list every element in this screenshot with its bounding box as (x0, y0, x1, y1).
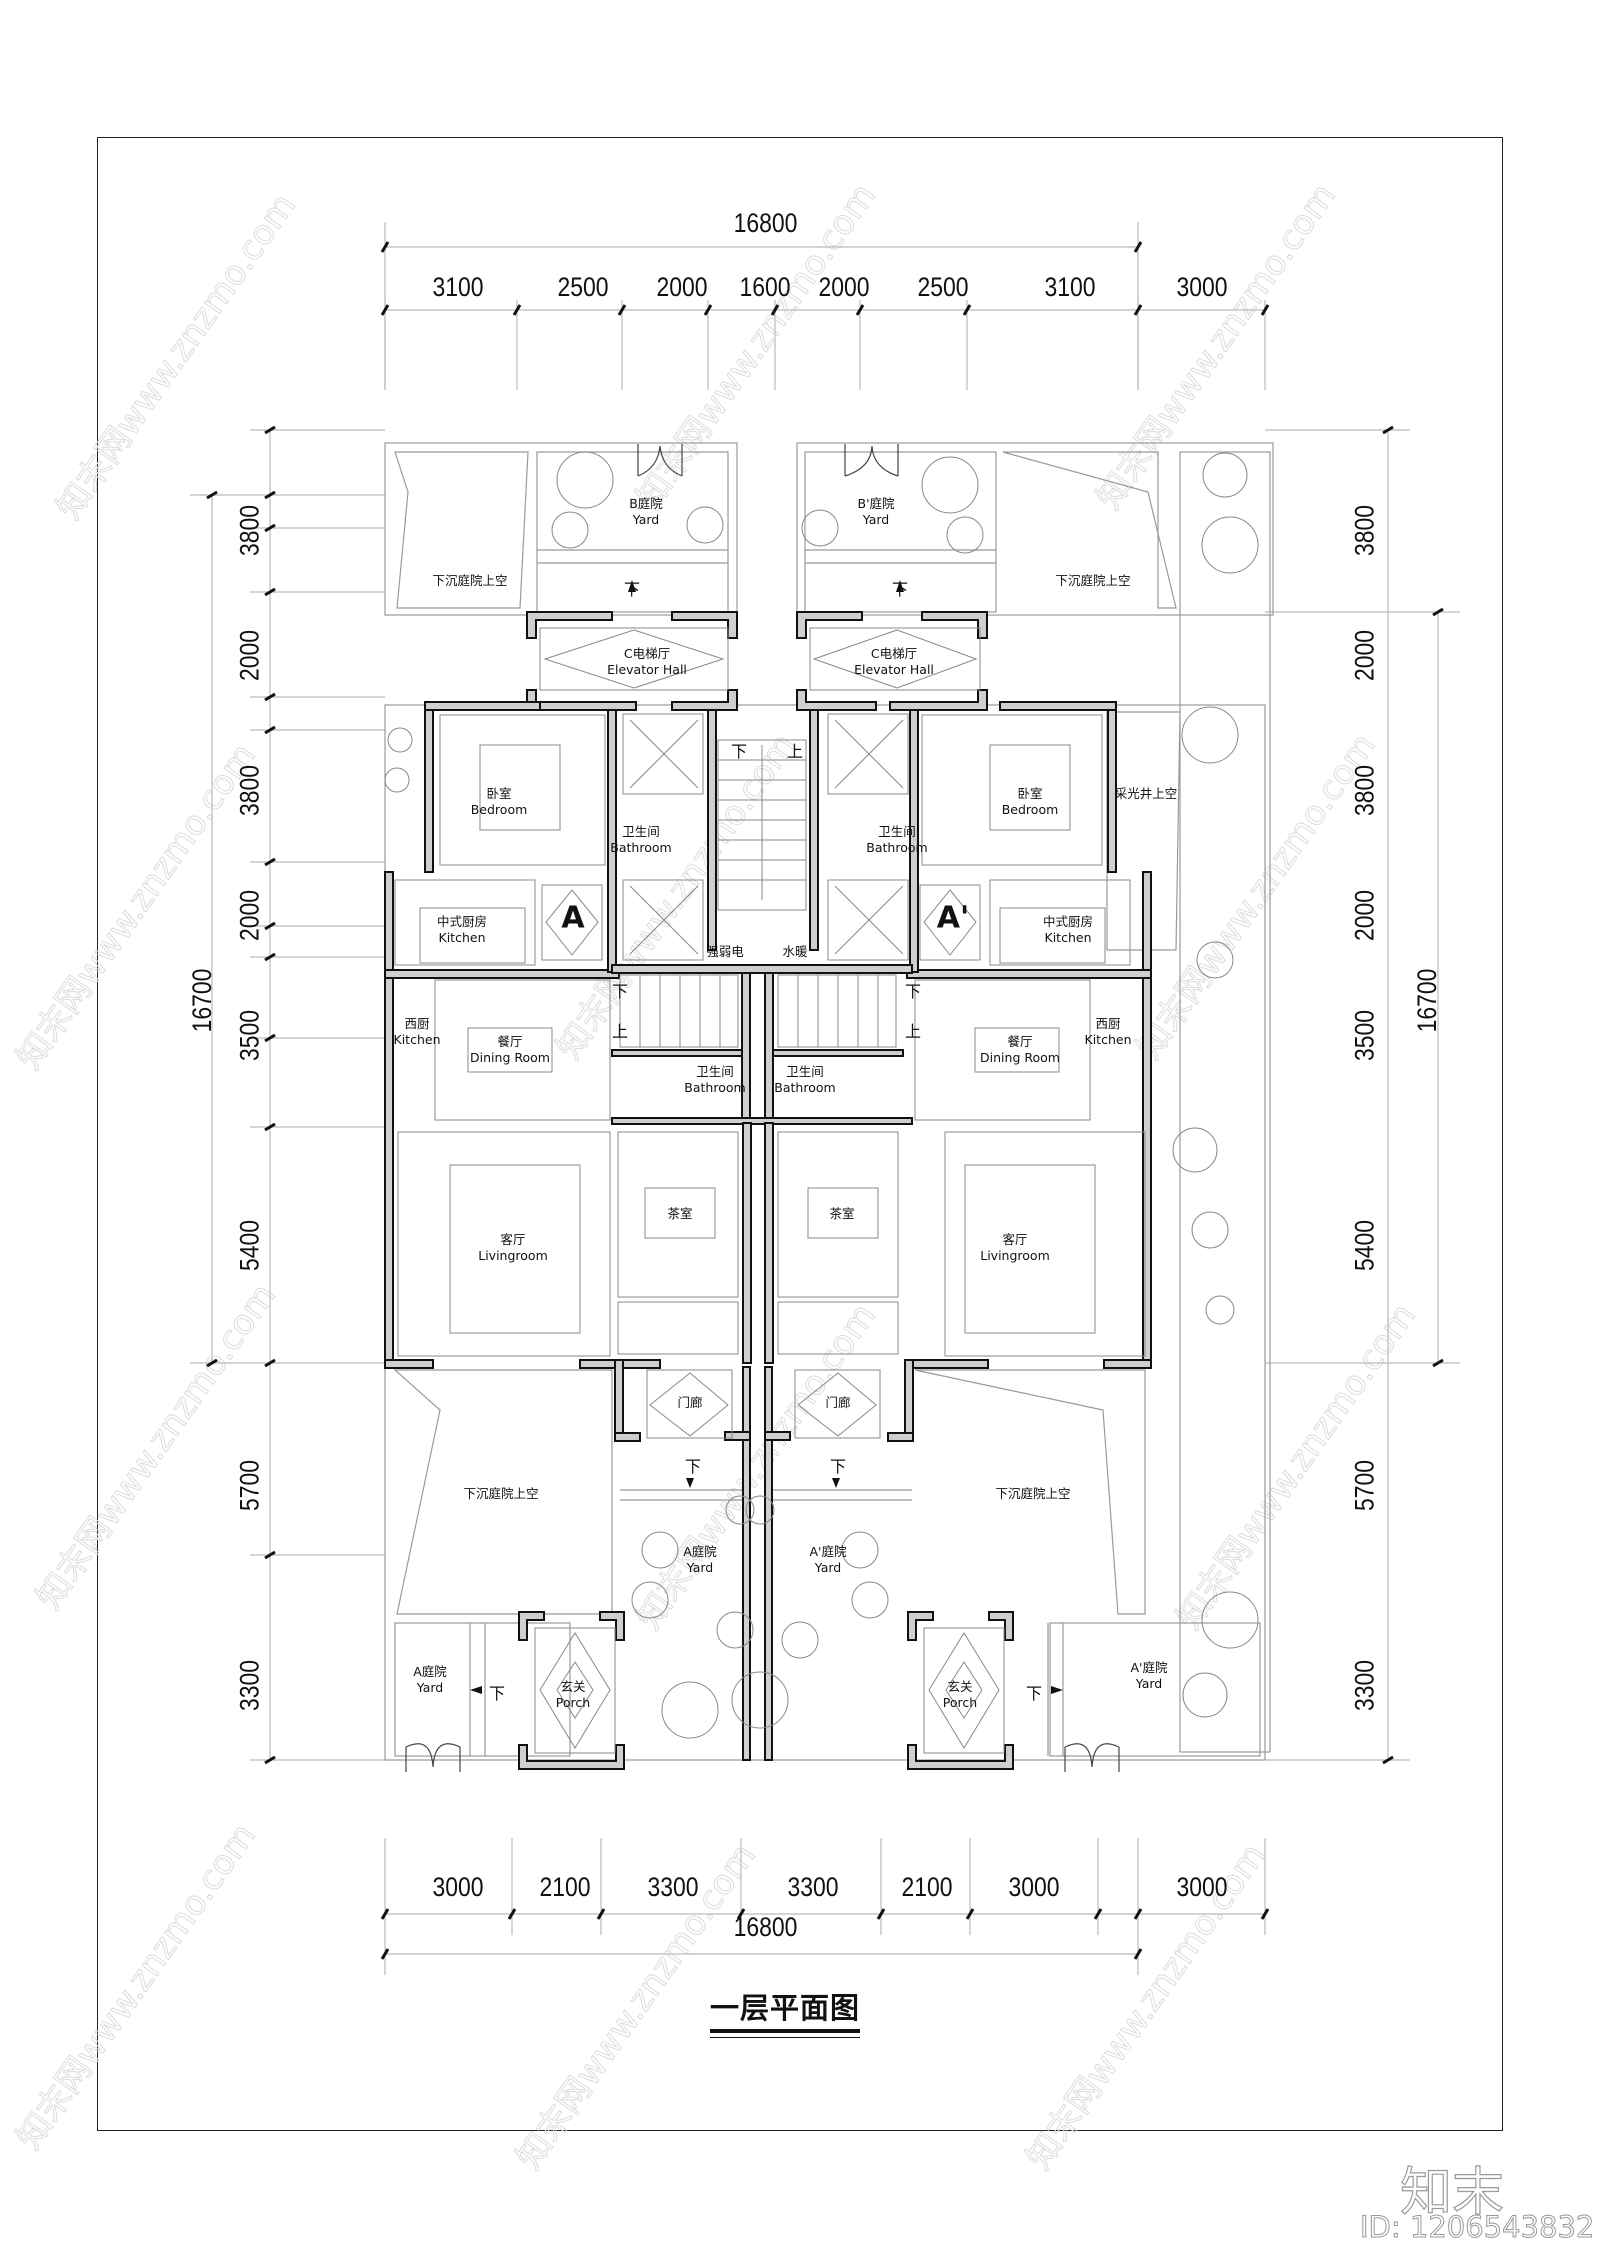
dim-right-seg: 3500 (1349, 1009, 1380, 1062)
room-vestibule-right: 门廊 (825, 1395, 851, 1410)
unit-label-a: A (561, 900, 585, 936)
watermark-id: ID: 1206543832 (1359, 2210, 1595, 2245)
dim-left-seg: 3500 (234, 1009, 265, 1062)
dim-right-seg: 5400 (1349, 1219, 1380, 1272)
dim-bottom-seg: 3300 (647, 1872, 699, 1902)
room-tea-right: 茶室 (829, 1206, 855, 1221)
dim-left-seg: 2000 (234, 629, 265, 682)
dim-left-seg: 5700 (234, 1459, 265, 1512)
stair-down-mark: 下 (611, 982, 629, 1001)
dim-top-seg: 3100 (1044, 272, 1096, 302)
dim-top-seg: 3100 (432, 272, 484, 302)
dim-bottom-seg: 2100 (901, 1872, 953, 1902)
dim-left-seg: 3800 (234, 504, 265, 557)
room-tea-left: 茶室 (667, 1206, 693, 1221)
dim-top-seg: 1600 (739, 272, 791, 302)
dim-bottom-seg: 3000 (1176, 1872, 1228, 1902)
room-electrical: 强弱电 (706, 944, 744, 959)
dim-bottom-seg: 3300 (787, 1872, 839, 1902)
dim-left-seg: 3300 (234, 1659, 265, 1712)
dim-top-seg: 2000 (818, 272, 870, 302)
dim-left-total: 16700 (187, 968, 218, 1033)
dim-right-total: 16700 (1412, 968, 1443, 1033)
stair-down-mark: 下 (829, 1457, 847, 1476)
room-sunken-yard-ne: 下沉庭院上空 (1055, 573, 1131, 588)
dim-top-seg: 2500 (557, 272, 609, 302)
stair-down-mark: 下 (730, 742, 748, 761)
stair-down-mark: 下 (623, 580, 641, 599)
dim-bottom-seg: 3000 (432, 1872, 484, 1902)
stair-down-mark: 下 (1025, 1684, 1043, 1703)
dim-right-seg: 5700 (1349, 1459, 1380, 1512)
dim-right-seg: 3300 (1349, 1659, 1380, 1712)
dim-left-seg: 3800 (234, 764, 265, 817)
room-vestibule-left: 门廊 (677, 1395, 703, 1410)
dim-left-seg: 2000 (234, 889, 265, 942)
room-sunken-yard-sw: 下沉庭院上空 (463, 1486, 539, 1501)
stair-up-mark: 上 (904, 1022, 922, 1041)
dim-bottom-total: 16800 (733, 1912, 798, 1942)
drawing-frame (97, 137, 1503, 2131)
dim-right-seg: 2000 (1349, 889, 1380, 942)
watermark-logo: 知末 (1399, 2162, 1505, 2223)
dim-right-seg: 2000 (1349, 629, 1380, 682)
drawing-title: 一层平面图 (710, 1985, 861, 2038)
stair-up-mark: 上 (786, 742, 804, 761)
unit-label-a-prime: A' (936, 900, 970, 936)
stair-down-mark: 下 (684, 1457, 702, 1476)
dim-bottom-seg: 2100 (539, 1872, 591, 1902)
stair-down-mark: 下 (904, 982, 922, 1001)
room-plumbing: 水暖 (782, 944, 808, 959)
room-lightwell: 采光井上空 (1114, 786, 1178, 801)
stair-up-mark: 上 (611, 1022, 629, 1041)
dim-top-seg: 2500 (917, 272, 969, 302)
room-sunken-yard-se: 下沉庭院上空 (995, 1486, 1071, 1501)
stair-down-mark: 下 (891, 580, 909, 599)
room-sunken-yard-nw: 下沉庭院上空 (432, 573, 508, 588)
dim-top-seg: 3000 (1176, 272, 1228, 302)
dim-left-seg: 5400 (234, 1219, 265, 1272)
dim-top-total: 16800 (733, 208, 798, 238)
stair-down-mark: 下 (488, 1684, 506, 1703)
dim-bottom-seg: 3000 (1008, 1872, 1060, 1902)
dim-right-seg: 3800 (1349, 764, 1380, 817)
dim-right-seg: 3800 (1349, 504, 1380, 557)
dim-top-seg: 2000 (656, 272, 708, 302)
